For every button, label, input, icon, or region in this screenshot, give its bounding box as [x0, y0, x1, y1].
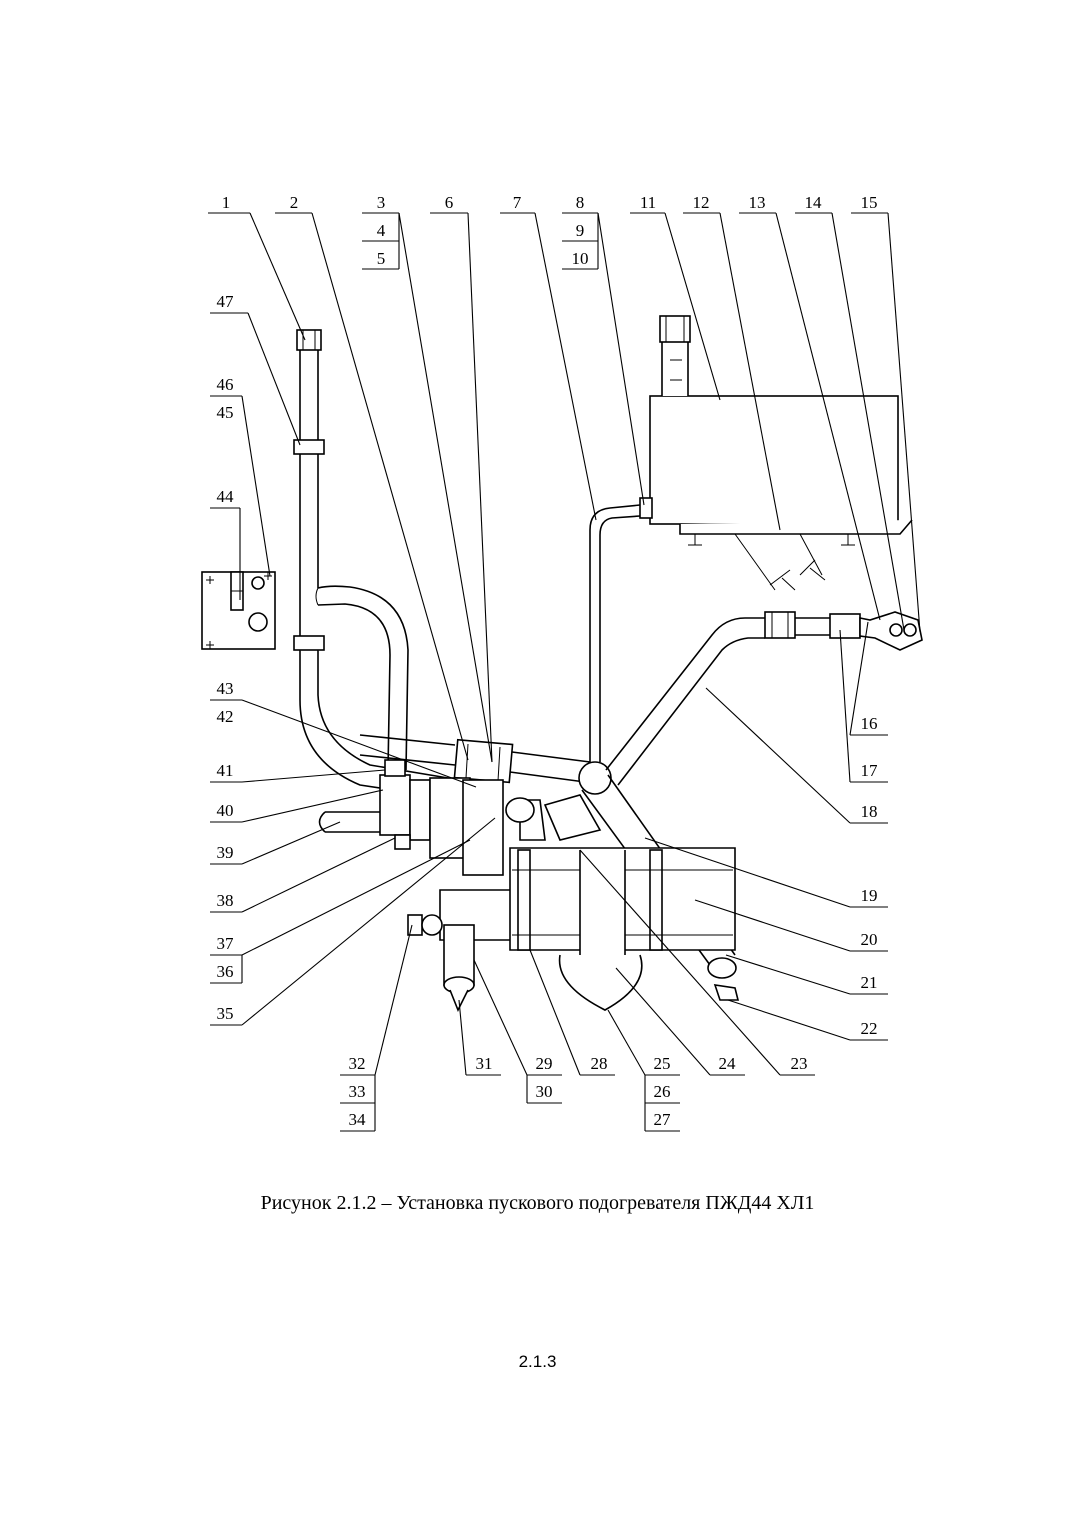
- callout-29: 29: [536, 1054, 553, 1073]
- page-number: 2.1.3: [518, 1352, 557, 1371]
- callout-6: 6: [445, 193, 454, 212]
- callout-47: 47: [217, 292, 235, 311]
- callout-33: 33: [349, 1082, 366, 1101]
- callout-4: 4: [377, 221, 386, 240]
- callout-41: 41: [217, 761, 234, 780]
- callout-43: 43: [217, 679, 234, 698]
- callout-28: 28: [591, 1054, 608, 1073]
- callout-10: 10: [572, 249, 589, 268]
- callout-5: 5: [377, 249, 386, 268]
- callout-24: 24: [719, 1054, 737, 1073]
- callout-19: 19: [861, 886, 878, 905]
- callout-25: 25: [654, 1054, 671, 1073]
- callout-45: 45: [217, 403, 234, 422]
- heater-assembly: [201, 315, 923, 1012]
- callout-30: 30: [536, 1082, 553, 1101]
- callout-1: 1: [222, 193, 231, 212]
- callout-31: 31: [476, 1054, 493, 1073]
- leader-lines: [208, 212, 921, 1132]
- callout-8: 8: [576, 193, 585, 212]
- mounting-plate: [201, 571, 276, 650]
- callout-16: 16: [861, 714, 878, 733]
- callout-34: 34: [349, 1110, 367, 1129]
- callout-14: 14: [805, 193, 823, 212]
- callout-35: 35: [217, 1004, 234, 1023]
- callout-26: 26: [654, 1082, 671, 1101]
- callout-12: 12: [693, 193, 710, 212]
- callout-3: 3: [377, 193, 386, 212]
- tee-joint: [578, 761, 612, 795]
- callout-42: 42: [217, 707, 234, 726]
- callout-13: 13: [749, 193, 766, 212]
- callout-23: 23: [791, 1054, 808, 1073]
- callout-labels: 1 2 3 4 5 6 7 8 9 10 11 12 13 14 15 16 1…: [217, 193, 879, 1129]
- callout-9: 9: [576, 221, 585, 240]
- callout-20: 20: [861, 930, 878, 949]
- callout-38: 38: [217, 891, 234, 910]
- callout-22: 22: [861, 1019, 878, 1038]
- callout-11: 11: [640, 193, 656, 212]
- callout-2: 2: [290, 193, 299, 212]
- callout-7: 7: [513, 193, 522, 212]
- fuel-tank: [639, 315, 913, 591]
- callout-44: 44: [217, 487, 235, 506]
- callout-46: 46: [217, 375, 234, 394]
- loop-pipe: [315, 585, 409, 771]
- callout-27: 27: [654, 1110, 672, 1129]
- outlet-pipe: [605, 611, 923, 786]
- callout-39: 39: [217, 843, 234, 862]
- callout-37: 37: [217, 934, 235, 953]
- callout-36: 36: [217, 962, 234, 981]
- callout-21: 21: [861, 973, 878, 992]
- callout-32: 32: [349, 1054, 366, 1073]
- heater-body: [318, 759, 740, 1012]
- callout-40: 40: [217, 801, 234, 820]
- callout-17: 17: [861, 761, 879, 780]
- callout-18: 18: [861, 802, 878, 821]
- tank-feed-pipe: [589, 504, 641, 762]
- callout-15: 15: [861, 193, 878, 212]
- figure-caption: Рисунок 2.1.2 – Установка пускового подо…: [260, 1192, 815, 1214]
